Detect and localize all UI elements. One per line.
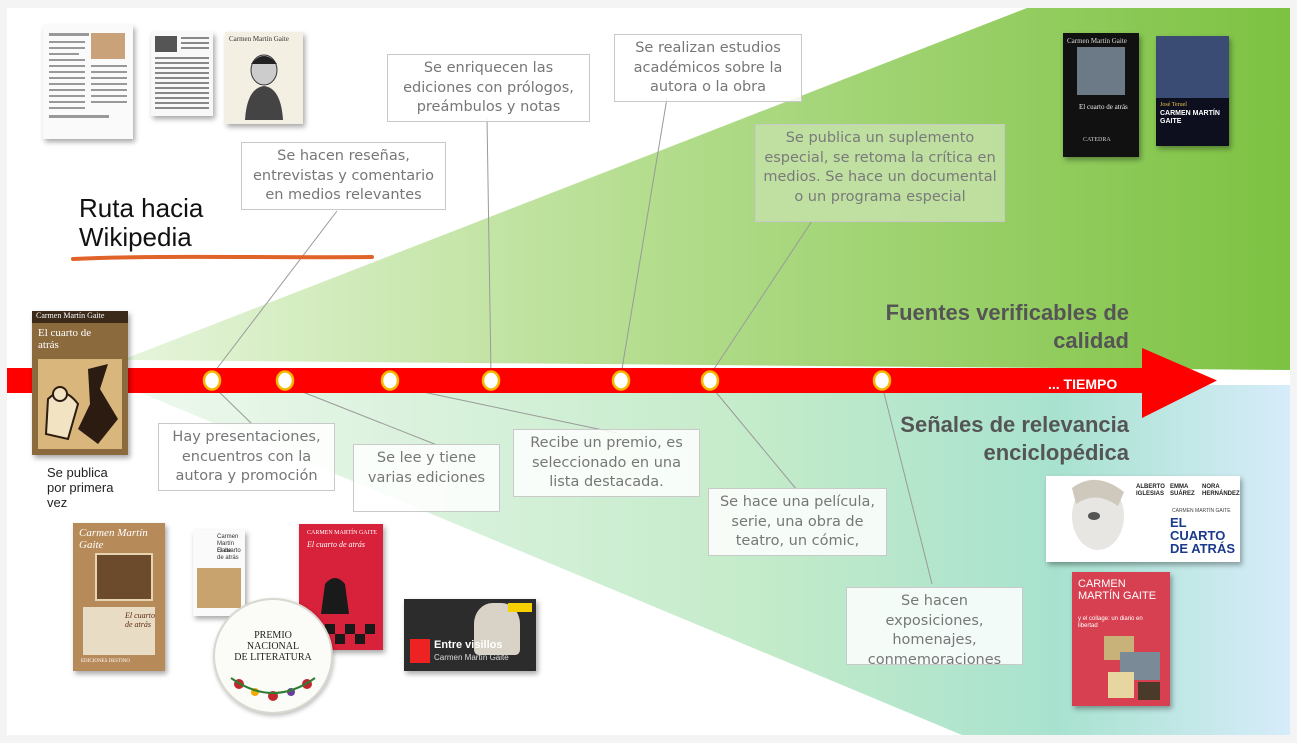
catedra-author: Carmen Martín Gaite — [1067, 37, 1127, 45]
red-book-author: CARMEN MARTÍN GAITE — [307, 530, 377, 536]
book-cover-catedra: Carmen Martín Gaite El cuarto de atrás C… — [1063, 33, 1139, 157]
red-book-title: El cuarto de atrás — [307, 540, 365, 549]
timeline-shaft — [7, 368, 1142, 393]
milestone-dot — [872, 370, 892, 391]
bio-title: CARMEN MARTÍN GAITE — [1160, 110, 1220, 125]
upper-wedge — [122, 8, 1290, 370]
video-subtitle: Carmen Martín Gaite — [434, 653, 509, 662]
exhibition-book-cover: CARMEN MARTÍN GAITE y el collage: un dia… — [1072, 572, 1170, 706]
lower-box-editions: Se lee y tiene varias ediciones — [353, 444, 500, 512]
timeline-arrowhead — [1142, 348, 1217, 418]
milestone-dot — [275, 370, 295, 391]
first-publication-label: Se publica por primera vez — [47, 465, 114, 510]
milestone-dot — [481, 370, 501, 391]
title-underline — [71, 254, 374, 261]
catedra-editor: CATEDRA — [1083, 137, 1111, 143]
award-line-3: DE LITERATURA — [234, 652, 312, 663]
small-book-title: El cuarto de atrás — [217, 548, 241, 561]
bio-author: José Teruel — [1160, 102, 1187, 108]
destino-publisher: EDICIONES DESTINO — [81, 659, 131, 664]
upper-heading: Fuentes verificables de calidad — [885, 300, 1129, 353]
clipping-name: Carmen Martín Gaite — [229, 35, 289, 43]
book-cover-first-edition: Carmen Martín Gaite El cuarto de atrás — [32, 311, 128, 455]
destino-title: El cuarto de atrás — [125, 611, 155, 629]
award-line-2: NACIONAL — [246, 641, 300, 652]
newspaper-clipping-2 — [151, 32, 213, 116]
newspaper-clipping-1 — [43, 25, 133, 139]
theatre-cast-1: ALBERTO IGLESIAS — [1136, 484, 1165, 497]
theatre-cast-3: NORA HERNÁNDEZ — [1202, 484, 1240, 497]
lower-box-award: Recibe un premio, es seleccionado en una… — [513, 429, 700, 497]
video-title: Entre visillos — [434, 639, 503, 651]
page-title: Ruta hacia Wikipedia — [79, 193, 204, 252]
theatre-cast-2: EMMA SUÁREZ — [1170, 484, 1195, 497]
timeline-label: ... TIEMPO — [1048, 376, 1118, 392]
milestones — [202, 370, 892, 391]
theatre-poster: ALBERTO IGLESIAS EMMA SUÁREZ NORA HERNÁN… — [1046, 476, 1240, 562]
milestone-dot — [611, 370, 631, 391]
book-cover-destino: Carmen Martín Gaite El cuarto de atrás E… — [73, 523, 165, 671]
milestone-dot — [380, 370, 400, 391]
theatre-author: CARMEN MARTÍN GAITE — [1172, 508, 1231, 514]
newspaper-clipping-portrait: Carmen Martín Gaite — [225, 32, 303, 124]
upper-box-studies: Se realizan estudios académicos sobre la… — [614, 34, 802, 102]
book-cover-biography: José Teruel CARMEN MARTÍN GAITE — [1156, 36, 1229, 146]
expo-author: CARMEN MARTÍN GAITE — [1078, 578, 1157, 602]
book-title: El cuarto de atrás — [38, 327, 92, 351]
video-thumbnail-entre-visillos[interactable]: Entre visillos Carmen Martín Gaite — [404, 599, 536, 671]
small-book-author: Carmen Martín Gaite — [217, 534, 239, 554]
milestone-dot — [202, 370, 222, 391]
lower-box-exhibitions: Se hacen exposiciones, homenajes, conmem… — [846, 587, 1023, 668]
upper-box-reviews: Se hacen reseñas, entrevistas y comentar… — [241, 142, 446, 210]
lower-heading: Señales de relevancia enciclopédica — [900, 412, 1129, 465]
theatre-title: EL CUARTO DE ATRÁS — [1170, 515, 1235, 556]
award-line-1: PREMIO — [254, 630, 292, 641]
award-seal: PREMIO NACIONAL DE LITERATURA — [213, 598, 333, 714]
catedra-title: El cuarto de atrás — [1079, 103, 1128, 111]
upper-box-editions: Se enriquecen las ediciones con prólogos… — [387, 54, 590, 122]
lower-box-film: Se hace una película, serie, una obra de… — [708, 488, 887, 556]
connector-lines — [211, 97, 933, 585]
slide: ... TIEMPO Ruta hacia Wikipedia Fuentes … — [7, 8, 1290, 735]
destino-author: Carmen Martín Gaite — [79, 527, 148, 551]
book-author: Carmen Martín Gaite — [36, 311, 105, 320]
lower-box-presentations: Hay presentaciones, encuentros con la au… — [158, 423, 335, 491]
book-cover-small: Carmen Martín Gaite El cuarto de atrás — [193, 530, 245, 616]
upper-box-supplement: Se publica un suplemento especial, se re… — [755, 124, 1005, 222]
expo-subtitle: y el collage: un diario en libertad — [1078, 616, 1143, 629]
milestone-dot — [700, 370, 720, 391]
